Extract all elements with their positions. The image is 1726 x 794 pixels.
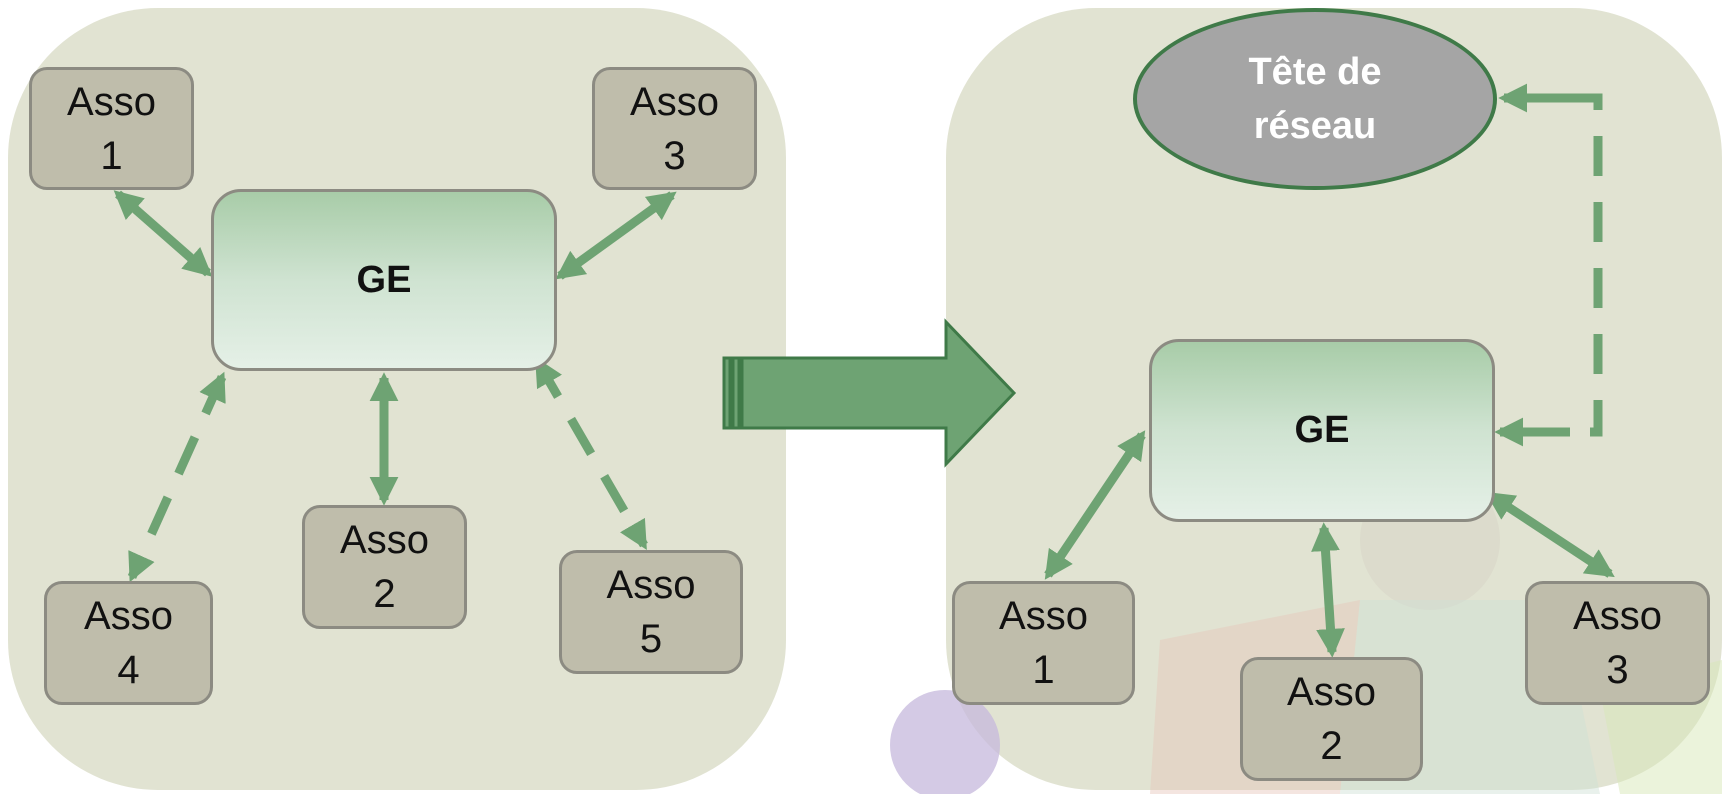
head-label-line1: Tête de bbox=[1248, 51, 1382, 93]
asso-number: 3 bbox=[1606, 648, 1629, 692]
ge-node-left: GE bbox=[211, 189, 557, 371]
asso-node-3: Asso 3 bbox=[592, 67, 757, 190]
asso-node-1-right: Asso 1 bbox=[952, 581, 1135, 705]
link-ge-asso4 bbox=[127, 371, 227, 583]
asso-node-4: Asso 4 bbox=[44, 581, 213, 705]
asso-number: 1 bbox=[100, 133, 123, 178]
ge-node-right: GE bbox=[1149, 339, 1495, 522]
link-ge-asso3 bbox=[555, 191, 677, 280]
asso-label: Asso bbox=[606, 563, 696, 607]
asso-node-5: Asso 5 bbox=[559, 550, 743, 674]
asso-node-1: Asso 1 bbox=[29, 67, 194, 190]
head-label-line2: réseau bbox=[1253, 105, 1377, 147]
asso-label: Asso bbox=[630, 79, 719, 124]
asso-node-2: Asso 2 bbox=[302, 505, 467, 629]
asso-label: Asso bbox=[1287, 670, 1376, 714]
asso-label: Asso bbox=[67, 79, 156, 124]
asso-label: Asso bbox=[340, 518, 429, 562]
asso-number: 2 bbox=[373, 572, 396, 616]
link-ge-asso3-right bbox=[1485, 491, 1615, 578]
asso-number: 1 bbox=[1032, 648, 1055, 692]
link-head-network bbox=[1570, 93, 1603, 437]
link-ge-asso5 bbox=[534, 357, 648, 550]
link-ge-asso2-right bbox=[1311, 522, 1345, 658]
link-ge-asso1-right bbox=[1044, 430, 1146, 580]
asso-node-2-right: Asso 2 bbox=[1240, 657, 1423, 781]
asso-label: Asso bbox=[999, 594, 1088, 638]
asso-number: 4 bbox=[117, 648, 140, 692]
asso-number: 5 bbox=[639, 617, 663, 661]
asso-number: 2 bbox=[1320, 724, 1343, 768]
transition-arrow bbox=[722, 318, 1017, 468]
asso-node-3-right: Asso 3 bbox=[1525, 581, 1710, 705]
asso-number: 3 bbox=[663, 133, 686, 178]
ge-label: GE bbox=[356, 258, 412, 301]
head-network-node: Tête de réseau bbox=[1133, 8, 1497, 190]
asso-label: Asso bbox=[84, 594, 173, 638]
link-ge-asso1 bbox=[113, 190, 213, 277]
ge-label: GE bbox=[1294, 409, 1350, 451]
asso-label: Asso bbox=[1573, 594, 1662, 638]
